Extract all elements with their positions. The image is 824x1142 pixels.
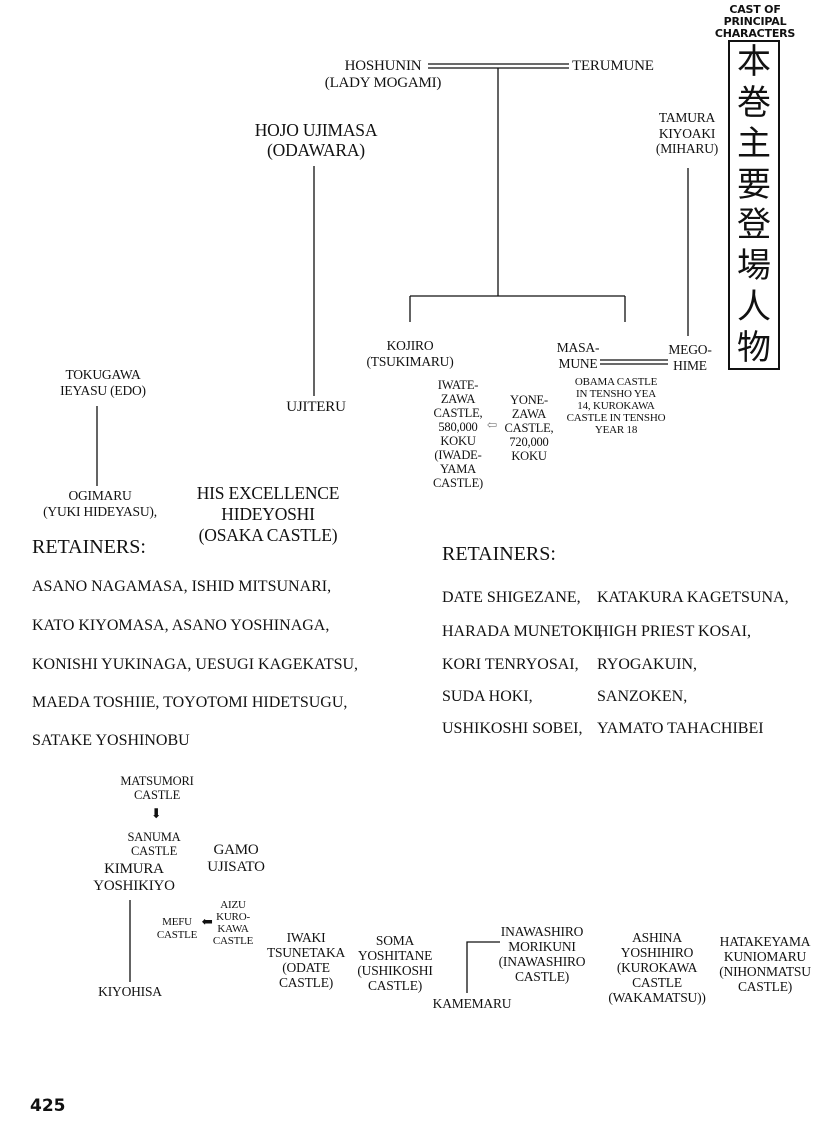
left-arrow-icon: ⬅ — [201, 914, 213, 929]
mefu-castle: MEFU CASTLE — [156, 916, 198, 942]
gamo-ujisato: GAMO UJISATO — [207, 842, 265, 876]
kamemaru: KAMEMARU — [432, 996, 512, 1011]
kanji-char: 主 — [737, 123, 771, 164]
retainers-right-title: RETAINERS: — [442, 543, 556, 565]
retainer-name: SANZOKEN, — [597, 688, 688, 705]
retainer-line: MAEDA TOSHIIE, TOYOTOMI HIDETSUGU, — [32, 694, 348, 711]
down-arrow-icon: ⬇ — [150, 806, 162, 821]
ujiteru: UJITERU — [286, 399, 346, 415]
ashina-yoshihiro: ASHINA YOSHIHIRO (KUROKAWA CASTLE (WAKAM… — [608, 930, 706, 1006]
left-arrow-icon: ⇦ — [486, 418, 498, 432]
marriage-line-masamune-megohime — [600, 359, 668, 365]
ogimaru: OGIMARU (YUKI HIDEYASU), — [43, 488, 157, 519]
terumune: TERUMUNE — [572, 58, 654, 74]
retainer-name: KATAKURA KAGETSUNA, — [597, 589, 789, 606]
hideyoshi: HIS EXCELLENCE HIDEYOSHI (OSAKA CASTLE) — [196, 483, 340, 545]
retainer-line: KONISHI YUKINAGA, UESUGI KAGEKATSU, — [32, 656, 359, 673]
retainer-name: DATE SHIGEZANE, — [442, 589, 581, 606]
marriage-line-hoshunin-terumune — [428, 63, 569, 69]
retainer-name: KORI TENRYOSAI, — [442, 656, 579, 673]
tokugawa-ieyasu: TOKUGAWA IEYASU (EDO) — [60, 367, 146, 398]
retainer-name: HIGH PRIEST KOSAI, — [597, 623, 751, 640]
retainer-name: HARADA MUNETOKI, — [442, 623, 603, 640]
tamura-kiyoaki: TAMURA KIYOAKI (MIHARU) — [655, 110, 719, 157]
kanji-char: 要 — [737, 164, 771, 205]
kanji-char: 本 — [737, 42, 771, 83]
line-inawashiro-kamemaru — [466, 941, 500, 993]
iwaki-tsunetaka: IWAKI TSUNETAKA (ODATE CASTLE) — [266, 930, 346, 991]
kanji-char: 巻 — [737, 83, 771, 124]
soma-yoshitane: SOMA YOSHITANE (USHIKOSHI CASTLE) — [357, 933, 433, 994]
hoshunin: HOSHUNIN (LADY MOGAMI) — [324, 58, 442, 92]
retainer-line: ASANO NAGAMASA, ISHID MITSUNARI, — [32, 578, 332, 595]
page-number: 425 — [30, 1096, 66, 1116]
kanji-char: 登 — [737, 205, 771, 246]
retainer-line: SATAKE YOSHINOBU — [32, 732, 190, 749]
cast-title: CAST OF PRINCIPAL CHARACTERS — [714, 3, 796, 41]
masamune: MASA- MUNE — [556, 340, 600, 371]
hojo-ujimasa: HOJO UJIMASA (ODAWARA) — [254, 120, 378, 161]
retainer-name: YAMATO TAHACHIBEI — [597, 720, 764, 737]
line-terumune-children — [409, 68, 626, 322]
sanuma-castle: SANUMA CASTLE — [127, 830, 181, 859]
kanji-title-box: 本 巻 主 要 登 場 人 物 — [728, 40, 780, 370]
kanji-char: 物 — [737, 327, 771, 368]
kanji-char: 場 — [737, 246, 771, 287]
matsumori-castle: MATSUMORI CASTLE — [120, 774, 194, 803]
retainer-line: KATO KIYOMASA, ASANO YOSHINAGA, — [32, 617, 330, 634]
kanji-char: 人 — [737, 286, 771, 327]
megohime: MEGO- HIME — [668, 342, 712, 373]
aizu-kurokawa-castle: AIZU KURO- KAWA CASTLE — [212, 899, 254, 948]
obama-castle-note: OBAMA CASTLE IN TENSHO YEA 14, KUROKAWA … — [566, 376, 666, 437]
retainers-left-title: RETAINERS: — [32, 536, 146, 558]
retainer-name: USHIKOSHI SOBEI, — [442, 720, 583, 737]
retainer-name: RYOGAKUIN, — [597, 656, 697, 673]
yonezawa-castle: YONE- ZAWA CASTLE, 720,000 KOKU — [504, 393, 554, 463]
retainer-name: SUDA HOKI, — [442, 688, 533, 705]
kiyohisa: KIYOHISA — [98, 984, 162, 999]
kimura-yoshikiyo: KIMURA YOSHIKIYO — [93, 861, 175, 895]
hatakeyama-kuniomaru: HATAKEYAMA KUNIOMARU (NIHONMATSU CASTLE) — [719, 934, 811, 995]
inawashiro-morikuni: INAWASHIRO MORIKUNI (INAWASHIRO CASTLE) — [498, 924, 586, 985]
kojiro: KOJIRO (TSUKIMARU) — [366, 338, 454, 369]
iwatezawa-castle: IWATE- ZAWA CASTLE, 580,000 KOKU (IWADE-… — [433, 378, 483, 490]
